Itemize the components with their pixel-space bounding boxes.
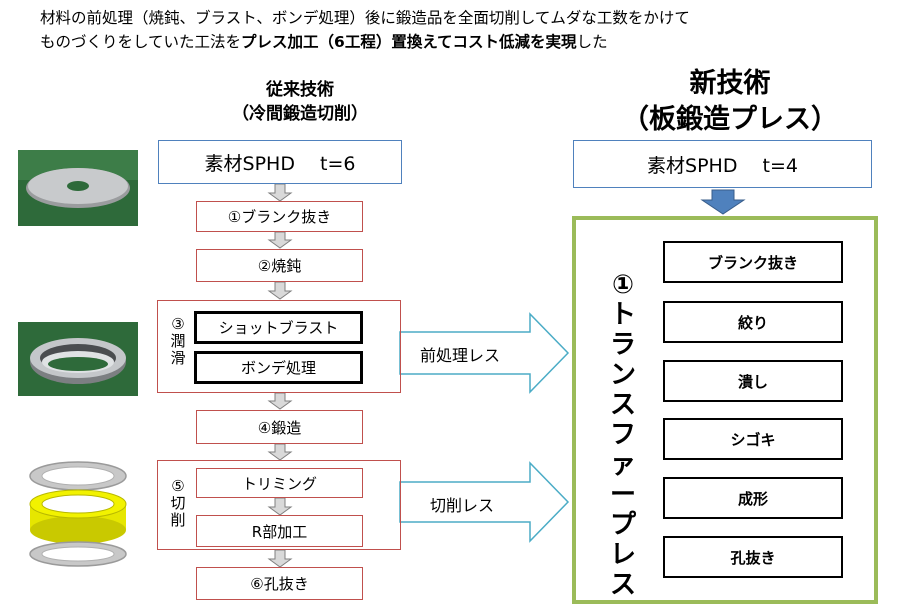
new-step-blanking: ブランク抜き (663, 241, 843, 283)
new-down-arrow (700, 189, 746, 215)
lubrication-group-label: ③ 潤 滑 (168, 316, 188, 367)
old-tech-heading: 従来技術 （冷間鍛造切削） (170, 78, 430, 126)
new-tech-heading: 新技術 （板鍛造プレス） (590, 66, 870, 138)
blank-disc-photo (18, 150, 138, 226)
old-step-hole-punch: ⑥孔抜き (196, 567, 363, 600)
cutting-label-char: ⑤ (171, 477, 185, 495)
cutting-group (157, 460, 401, 550)
cutting-group-label: ⑤ 切 削 (168, 478, 188, 529)
transfer-label-char: ラ (609, 330, 636, 360)
lubrication-label-char: ③ (171, 315, 185, 333)
new-step-hole-punch: 孔抜き (663, 536, 843, 578)
transfer-label-char: ァ (609, 450, 636, 480)
transfer-label-char: ト (609, 300, 636, 330)
cutting-label-char: 切 (170, 494, 186, 512)
transfer-label-char: ス (609, 570, 636, 600)
transfer-label-char: レ (609, 540, 636, 570)
intro-line-2: ものづくりをしていた工法をプレス加工（6工程）置換えてコスト低減を実現した (40, 30, 690, 54)
cutting-exploded-photo (29, 461, 127, 567)
old-step-bonde: ボンデ処理 (194, 351, 363, 384)
transfer-label-char: プ (609, 510, 636, 540)
intro-line-2b: プレス加工（6工程）置換えてコスト低減を実現 (241, 33, 577, 51)
old-step-blanking: ①ブランク抜き (196, 201, 363, 232)
transfer-label-char: ス (609, 390, 636, 420)
old-tech-title: 従来技術 (266, 80, 334, 100)
new-step-drawing: 絞り (663, 301, 843, 343)
ring-part-photo (18, 322, 138, 396)
pretreat-less-arrow (399, 312, 570, 394)
old-step-shot-blast: ショットブラスト (194, 311, 363, 344)
new-tech-title: 新技術 (689, 68, 771, 99)
old-step-annealing: ②焼鈍 (196, 249, 363, 282)
old-material-box: 素材SPHD t=6 (158, 140, 402, 184)
intro-line-1: 材料の前処理（焼鈍、ブラスト、ボンデ処理）後に鍛造品を全面切削してムダな工数をか… (40, 9, 690, 27)
old-tech-subtitle: （冷間鍛造切削） (232, 104, 368, 124)
lubrication-group (157, 300, 401, 393)
transfer-press-label: ① ト ラ ン ス フ ァ ー プ レ ス (606, 270, 640, 600)
down-arrow-4 (267, 392, 293, 410)
down-arrow-1 (267, 183, 293, 202)
new-tech-subtitle: （板鍛造プレス） (622, 104, 838, 135)
pretreat-less-label: 前処理レス (420, 346, 501, 365)
old-step-r-machining: R部加工 (196, 515, 363, 547)
intro-text: 材料の前処理（焼鈍、ブラスト、ボンデ処理）後に鍛造品を全面切削してムダな工数をか… (40, 6, 690, 54)
down-arrow-5 (267, 443, 293, 461)
lubrication-label-char: 滑 (170, 349, 186, 367)
old-step-trimming: トリミング (196, 468, 363, 498)
new-step-forming: 成形 (663, 477, 843, 519)
intro-line-2a: ものづくりをしていた工法を (40, 33, 242, 51)
transfer-label-char: ー (609, 480, 636, 510)
down-arrow-2 (267, 231, 293, 249)
old-step-forging: ④鍛造 (196, 410, 363, 444)
intro-line-2c: した (576, 33, 608, 51)
cutting-label-char: 削 (170, 511, 186, 529)
new-step-ironing: シゴキ (663, 418, 843, 460)
cutting-less-label: 切削レス (430, 496, 495, 515)
cutting-less-arrow (399, 461, 570, 543)
lubrication-label-char: 潤 (170, 332, 186, 350)
down-arrow-3 (267, 281, 293, 300)
new-material-box: 素材SPHD t=4 (573, 140, 872, 188)
transfer-label-char: ① (611, 270, 634, 300)
down-arrow-6 (267, 497, 293, 516)
down-arrow-7 (267, 549, 293, 568)
transfer-label-char: ン (609, 360, 636, 390)
transfer-label-char: フ (609, 420, 636, 450)
new-step-crushing: 潰し (663, 360, 843, 402)
